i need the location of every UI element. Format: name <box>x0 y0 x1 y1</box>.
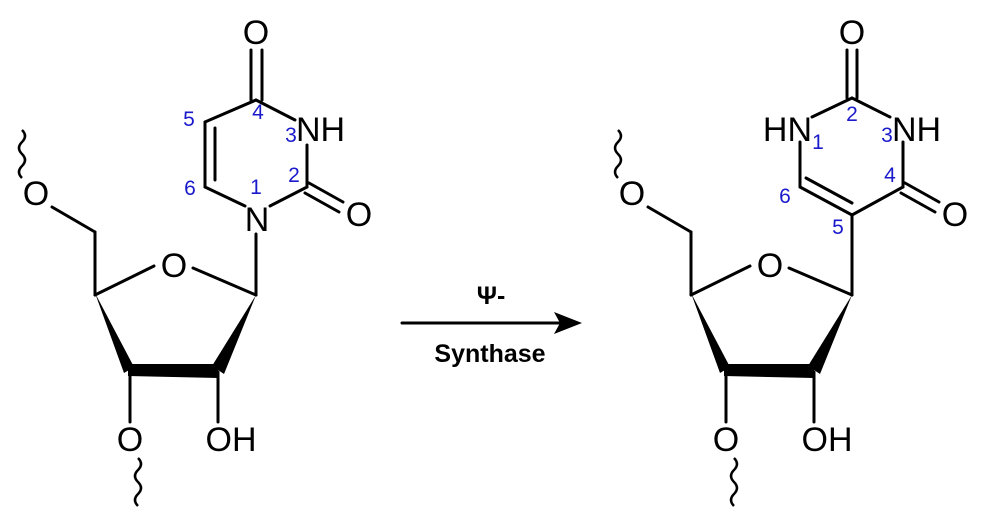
atom-oh2: OH <box>802 421 853 459</box>
bond-c6-c5-b <box>804 176 854 205</box>
atom-o4: O <box>942 196 968 234</box>
wavy-bond-3prime <box>729 457 739 507</box>
atom-o2: O <box>346 196 372 234</box>
atom-hn1: HN <box>763 111 812 149</box>
atom-n3h: NH <box>892 111 941 149</box>
ring-number-2: 2 <box>288 164 300 187</box>
reaction-arrow-head <box>554 312 582 334</box>
ring-number-2: 2 <box>846 103 858 126</box>
ring-number-3: 3 <box>881 124 893 147</box>
bond-o4p-c4p <box>93 264 156 297</box>
bond-c1p-o4p <box>787 266 854 297</box>
bond-c2-n1 <box>268 185 309 208</box>
bond-c4-o4-b <box>899 191 937 214</box>
bond-c4-c5 <box>203 98 258 124</box>
wedge-c2p-c1p <box>808 295 852 374</box>
atom-o3: O <box>117 421 143 459</box>
bond-n1-c2 <box>810 96 854 119</box>
wedge-c4p-c3p <box>691 293 730 373</box>
ring-number-3: 3 <box>285 124 297 147</box>
atom-o5: O <box>23 175 49 213</box>
ring-number-6: 6 <box>779 185 791 208</box>
atom-o5: O <box>619 175 645 213</box>
ring-number-5: 5 <box>832 216 844 239</box>
bond-c5-c4 <box>850 185 905 217</box>
wedge-c4p-c3p <box>95 293 134 373</box>
ring-number-4: 4 <box>884 164 896 187</box>
ring-number-4: 4 <box>252 101 264 124</box>
pseudouridine-structure: O HN NH O O O O OH 1 2 3 6 4 5 <box>613 14 968 507</box>
bond-c5p-o5p <box>50 205 97 234</box>
bond-c2-n3 <box>850 96 892 119</box>
atom-ring-o: O <box>161 247 187 285</box>
bond-c4-n3 <box>254 98 297 122</box>
bond-c4-o4-a <box>903 181 941 204</box>
atom-n1: N <box>245 201 270 239</box>
atom-o2: O <box>839 14 865 52</box>
reagent-synthase: Synthase <box>434 340 545 368</box>
reagent-psi: Ψ- <box>477 282 506 310</box>
uridine-structure: O NH O N O O O OH 5 4 3 6 2 1 <box>17 14 372 507</box>
reaction-arrow-group: Ψ- Synthase <box>400 282 582 368</box>
wavy-bond-5prime <box>17 129 27 179</box>
atom-o4: O <box>243 14 269 52</box>
ring-number-6: 6 <box>184 177 196 200</box>
atom-oh2: OH <box>206 421 257 459</box>
wavy-bond-5prime <box>613 129 623 179</box>
ring-number-1: 1 <box>250 176 262 199</box>
ring-number-1: 1 <box>812 131 824 154</box>
wavy-bond-3prime <box>133 457 143 507</box>
bond-c5p-o5p <box>646 205 693 234</box>
atom-n3h: NH <box>296 111 345 149</box>
bond-c2-o2-b <box>303 191 341 214</box>
wedge-c3p-c2p <box>128 364 218 378</box>
atom-o3: O <box>713 421 739 459</box>
bond-c6-c5-a <box>798 185 854 217</box>
bond-c1p-o4p <box>191 266 258 297</box>
bond-c6-n1 <box>203 185 247 208</box>
wedge-c3p-c2p <box>724 364 814 378</box>
wedge-c2p-c1p <box>212 295 256 374</box>
bond-o4p-c4p <box>689 264 752 297</box>
ring-number-5: 5 <box>183 108 195 131</box>
atom-ring-o: O <box>757 247 783 285</box>
bond-c2-o2-a <box>307 181 345 204</box>
